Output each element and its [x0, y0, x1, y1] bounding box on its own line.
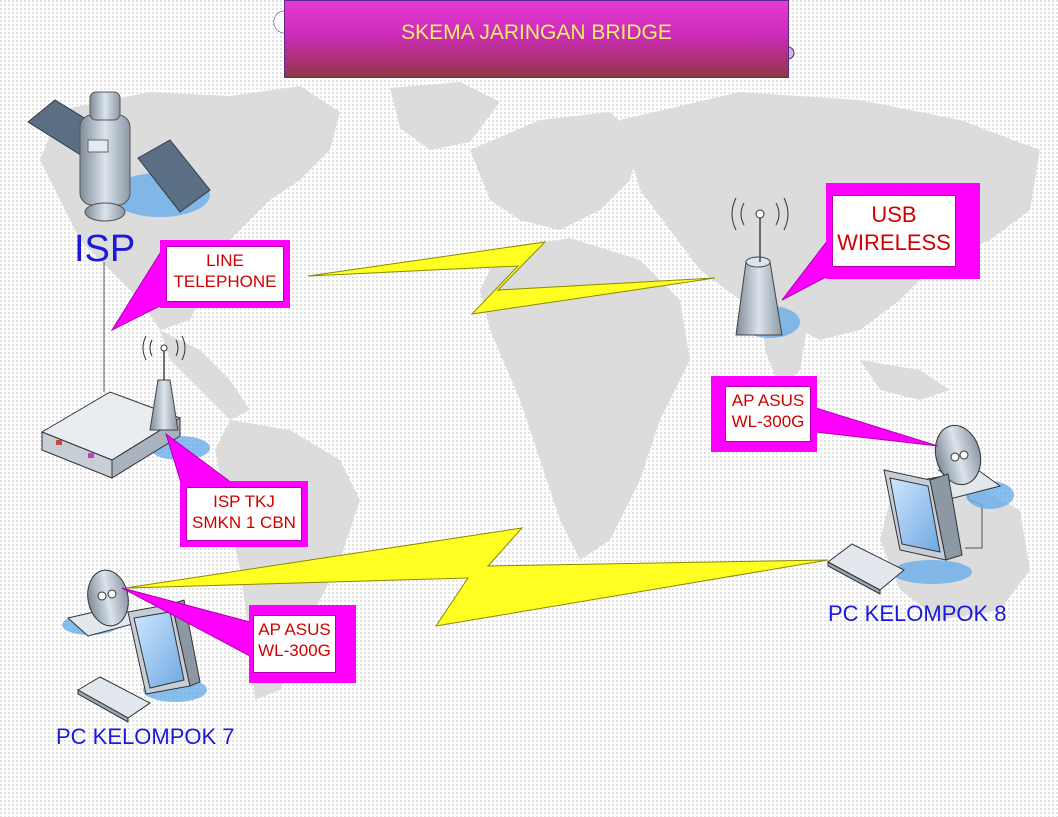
callout-tails — [110, 238, 939, 657]
usb-wireless-antenna-icon — [731, 197, 800, 338]
callout-line-telephone-line2: TELEPHONE — [173, 272, 277, 292]
callout-isp-tkj: ISP TKJ SMKN 1 CBN — [180, 481, 308, 547]
wireless-link-top — [307, 241, 716, 315]
title-banner: SKEMA JARINGAN BRIDGE — [284, 0, 789, 78]
pc-kelompok-7-icon — [62, 569, 207, 723]
callout-line-telephone-line1: LINE — [206, 251, 244, 270]
wireless-link-bottom — [124, 527, 829, 627]
callout-ap-asus-top: AP ASUS WL-300G — [711, 376, 817, 452]
callout-isp-tkj-line1: ISP TKJ — [213, 492, 275, 511]
pc-kelompok-8-icon — [827, 424, 1014, 595]
callout-ap-asus-bottom: AP ASUS WL-300G — [249, 605, 356, 683]
pc-kelompok-7-label: PC KELOMPOK 7 — [56, 724, 235, 749]
callout-ap-asus-top-line2: WL-300G — [731, 412, 805, 432]
diagram-title: SKEMA JARINGAN BRIDGE — [401, 21, 672, 44]
callout-usb-wireless: USB WIRELESS — [826, 183, 980, 279]
callout-ap-asus-bottom-line1: AP ASUS — [258, 620, 331, 639]
satellite-icon — [27, 91, 211, 222]
callout-isp-tkj-line2: SMKN 1 CBN — [192, 513, 296, 533]
callout-usb-wireless-line2: WIRELESS — [837, 229, 951, 255]
router-icon — [40, 335, 210, 479]
pc-kelompok-8-label: PC KELOMPOK 8 — [828, 601, 1007, 626]
callout-ap-asus-bottom-line2: WL-300G — [258, 641, 331, 661]
callout-ap-asus-top-line1: AP ASUS — [731, 391, 805, 410]
callout-line-telephone: LINE TELEPHONE — [160, 240, 290, 308]
callout-usb-wireless-line1: USB — [871, 202, 917, 227]
isp-label: ISP — [74, 228, 136, 270]
